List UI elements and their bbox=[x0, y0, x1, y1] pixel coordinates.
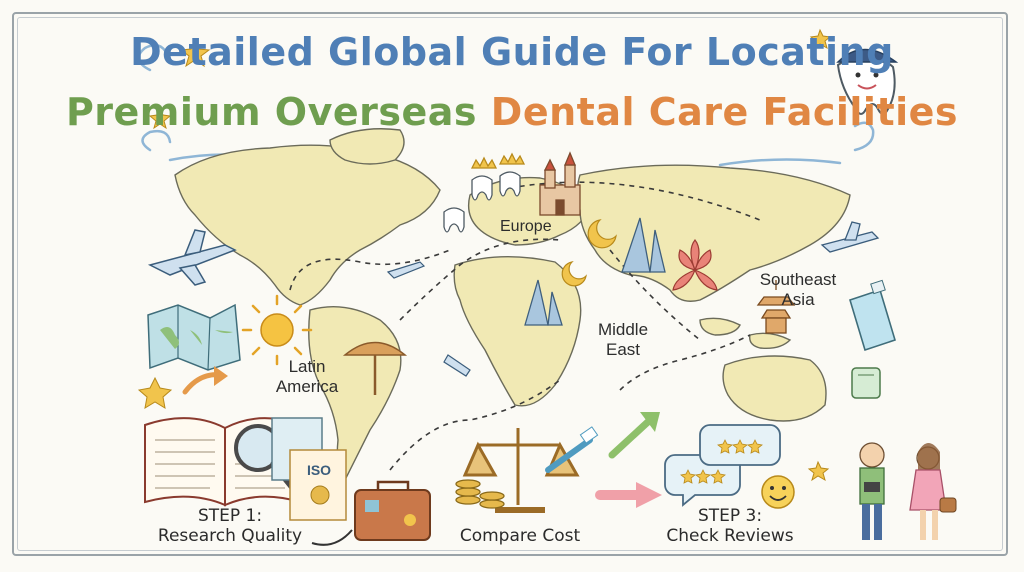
crowned-tooth-icon bbox=[443, 152, 526, 233]
step-1-title: STEP 1: bbox=[197, 506, 263, 526]
star-doodles bbox=[137, 28, 832, 482]
step-3-label: Check Reviews bbox=[666, 526, 794, 546]
pagoda-icon bbox=[756, 280, 796, 334]
beach-umbrella-icon bbox=[342, 341, 408, 395]
inner-frame bbox=[17, 17, 1003, 551]
southeast-asia-islands bbox=[699, 317, 792, 350]
step-2-label: Compare Cost bbox=[459, 526, 581, 546]
region-label-southeast-asia-line1: Southeast bbox=[759, 270, 837, 289]
airplane-icon bbox=[147, 229, 237, 286]
castle-icon bbox=[539, 151, 581, 216]
folded-map-icon bbox=[147, 303, 241, 371]
traveler-woman-icon bbox=[909, 443, 957, 540]
region-label-middle-east-line1: Middle bbox=[597, 320, 649, 339]
lotus-flower-icon bbox=[672, 239, 718, 291]
step-3-title: STEP 3: bbox=[697, 506, 763, 526]
title-line-2: Premium Overseas Dental Care Facilities bbox=[0, 90, 1024, 134]
region-label-middle-east-line2: East bbox=[605, 340, 641, 359]
title-line-1: Detailed Global Guide For Locating bbox=[130, 30, 894, 74]
travel-routes bbox=[289, 181, 761, 471]
iso-label: ISO bbox=[306, 462, 332, 478]
region-label-southeast-asia-line2: Asia bbox=[781, 290, 815, 309]
arrow-head bbox=[636, 482, 662, 508]
skyscraper-icon bbox=[524, 217, 666, 326]
coin-stack-icon bbox=[455, 479, 505, 509]
curved-arrow-icon bbox=[311, 529, 353, 546]
suitcase-icon bbox=[354, 480, 431, 541]
floss-container-icon bbox=[851, 367, 881, 399]
greenland-shape bbox=[329, 128, 405, 165]
tooth-mascot-icon bbox=[836, 48, 899, 115]
crescent-moon-icon bbox=[561, 219, 617, 287]
region-label-europe: Europe bbox=[500, 218, 552, 235]
region-label-latin-america-line2: America bbox=[275, 377, 339, 396]
balance-scale-icon bbox=[462, 428, 580, 513]
rating-star-icon bbox=[680, 439, 763, 484]
arrow-head bbox=[640, 412, 660, 432]
smiley-face-icon bbox=[761, 475, 795, 509]
australia-shape bbox=[722, 355, 827, 422]
toothpaste-tube-icon bbox=[849, 279, 896, 352]
airplane-icon bbox=[820, 221, 880, 253]
airplane-icon bbox=[386, 261, 471, 377]
arrow-icon bbox=[608, 416, 654, 459]
region-label-latin-america-line1: Latin bbox=[288, 357, 326, 376]
north-america-shape bbox=[174, 144, 441, 306]
sun-icon bbox=[241, 294, 313, 366]
title-line-2-orange: Dental Care Facilities bbox=[490, 90, 959, 134]
step-1-label: Research Quality bbox=[157, 526, 303, 546]
title-line-2-green: Premium Overseas bbox=[65, 90, 478, 134]
toothbrush-icon bbox=[545, 426, 599, 473]
africa-shape bbox=[453, 255, 582, 407]
traveler-man-icon bbox=[859, 442, 885, 540]
outer-frame bbox=[12, 12, 1008, 556]
arrow-head bbox=[214, 366, 228, 386]
certificate-icon bbox=[271, 417, 347, 521]
